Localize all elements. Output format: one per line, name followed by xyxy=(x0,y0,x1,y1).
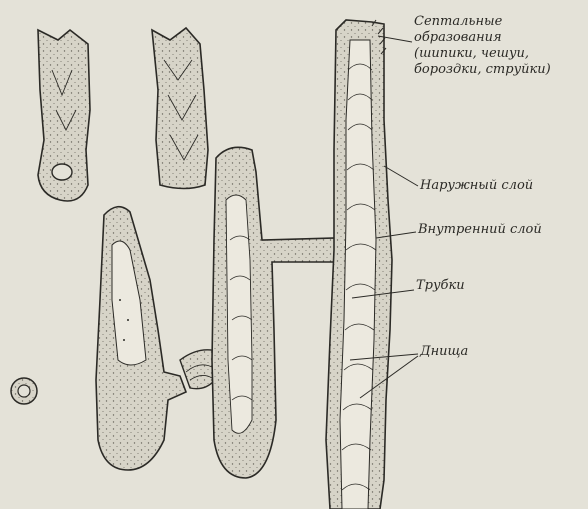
tube-main xyxy=(326,20,392,509)
tube-left-long xyxy=(96,207,186,470)
label-septal-line-2: образования xyxy=(414,30,551,46)
label-tubes: Трубки xyxy=(416,278,465,294)
tube-opening xyxy=(52,164,72,180)
tube-fragment-top-left xyxy=(38,30,90,201)
label-septal-formations: Септальные образования (шипики, чешуи, б… xyxy=(414,14,551,78)
label-outer-layer: Наружный слой xyxy=(420,178,533,194)
label-septal-line-1: Септальные xyxy=(414,14,551,30)
label-septal-line-3: (шипики, чешуи, xyxy=(414,46,551,62)
label-inner-layer: Внутренний слой xyxy=(418,222,542,238)
label-septal-line-4: бороздки, струйки) xyxy=(414,62,551,78)
tube-branch-left xyxy=(212,147,336,478)
tube-cross-section xyxy=(11,378,37,404)
tube-fragment-top-middle xyxy=(152,28,208,189)
label-bottoms: Днища xyxy=(420,344,468,360)
